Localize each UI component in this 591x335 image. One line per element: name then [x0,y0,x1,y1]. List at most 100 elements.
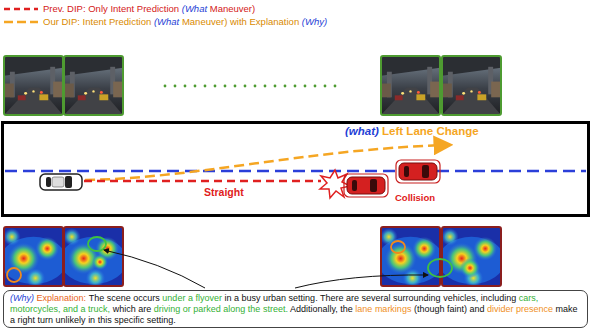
ellipsis-dots [314,85,317,88]
leader-line [104,250,205,288]
word: Explanation: [37,293,87,303]
camera-frames [381,56,440,115]
word: The [89,293,105,303]
word: along [223,304,245,314]
word: (What [154,16,179,27]
word: Straight [204,186,244,198]
ellipsis-dots [164,85,337,88]
word: make [556,304,578,314]
explanation-heading: (Why) Explanation: [10,293,86,303]
legend-text: Prev. DIP: Only Intent Prediction (What … [43,3,255,14]
word: There [320,293,344,303]
word: Explanation [250,16,300,27]
other-car [396,160,440,183]
word: the [248,304,261,314]
camera-frames [4,56,63,115]
attention-maps [92,254,108,270]
word: driving [154,304,181,314]
word: DIP: [61,16,79,27]
leader-line [295,275,428,288]
word: and [63,304,78,314]
word: setting. [289,293,318,303]
word: several [362,293,391,303]
camera-frames [442,56,501,115]
legend-line [4,20,38,23]
word: turn [38,315,54,325]
word: Only [88,3,108,14]
ellipsis-dots [204,85,207,88]
word: presence [516,304,553,314]
legend-sample [3,17,39,27]
ellipsis-dots [264,85,267,88]
highlight-circles [88,237,106,251]
ellipsis-dots [234,85,237,88]
word: are [346,293,359,303]
ellipsis-dots [334,85,337,88]
other-car [344,174,388,197]
word: a [234,293,239,303]
word: parked [193,304,221,314]
ego-car [52,177,64,187]
word: which [113,304,136,314]
legend-item: Prev. DIP: Only Intent Prediction (What … [3,2,255,15]
highlight-circles [428,259,452,277]
word: Prev. [43,3,64,14]
highlight-circles [391,241,405,253]
word: Left [382,125,403,137]
attention-maps [460,258,480,278]
ellipsis-dots [284,85,287,88]
word: Prediction [137,3,179,14]
attention-maps [442,227,501,286]
other-car [370,179,377,192]
camera-frames [64,56,123,115]
word: scene [107,293,131,303]
word: markings [375,304,412,314]
word: Collision [395,192,435,203]
word: a [81,304,86,314]
scene-drawing [85,145,446,180]
ellipsis-dots [324,85,327,88]
ellipsis-dots [304,85,307,88]
scene-drawing [5,170,586,173]
word: urban [263,293,286,303]
word: vehicles, [443,293,478,303]
scene-drawing [84,180,321,183]
maneuver-label: (what) Left Lane Change [345,125,479,137]
word: specific [114,315,144,325]
explanation-box: (Why) Explanation:The scene occurs under… [3,290,588,328]
word: setting. [147,315,176,325]
word: (Why) [302,16,327,27]
ellipsis-dots [164,85,167,88]
highlight-circles [7,268,21,282]
word: unlikely [56,315,86,325]
other-car [399,163,437,180]
word: Lane [406,125,433,137]
word: a [188,293,193,303]
camera-frames [4,56,63,115]
ellipsis-dots [294,85,297,88]
word: (though [414,304,445,314]
word: a [10,315,15,325]
other-car [422,165,429,178]
ellipsis-dots [224,85,227,88]
ellipsis-dots [184,85,187,88]
word: in [224,293,231,303]
other-car [347,177,385,194]
word: Intent [110,3,134,14]
straight-label: Straight [204,186,244,198]
camera-frames [4,56,501,115]
ellipsis-dots [214,85,217,88]
camera-frames [64,56,123,115]
word: (what) [345,125,379,137]
word: in [88,315,95,325]
attention-maps [4,227,63,286]
word: Our [43,16,59,27]
ego-car [40,174,82,190]
ego-car [40,174,82,190]
word: DIP: [67,3,85,14]
other-car [352,180,357,191]
word: or [183,304,191,314]
